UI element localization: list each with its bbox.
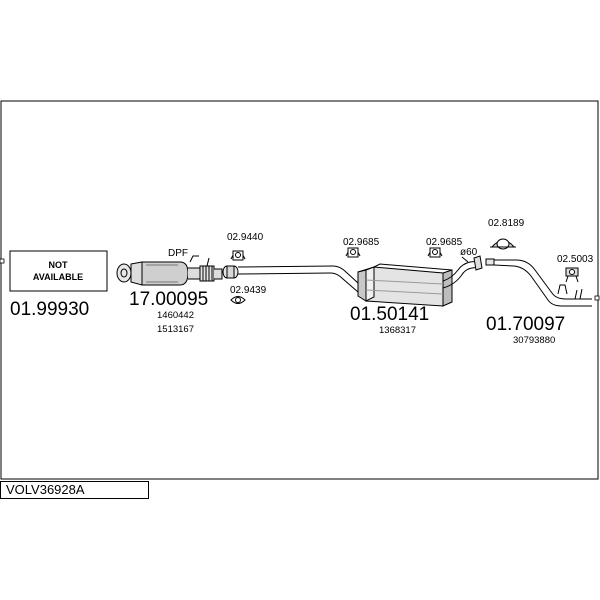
gasket-icon xyxy=(230,296,246,304)
pipe-diameter-leader xyxy=(461,256,469,263)
reference-label: VOLV36928A xyxy=(0,481,149,499)
middle-code: 01.50141 xyxy=(350,304,429,325)
section-a-code: 01.99930 xyxy=(10,299,89,320)
not-available-line1: NOT xyxy=(49,260,69,270)
accessory-a3-code: 02.9685 xyxy=(343,237,380,248)
dpf-assembly xyxy=(116,255,223,286)
dpf-ref2: 1513167 xyxy=(157,324,194,335)
pipe-diameter: ø60 xyxy=(460,247,478,258)
dpf-ref1: 1460442 xyxy=(157,310,194,321)
accessory-a4-code: 02.9685 xyxy=(426,237,463,248)
dpf-code: 17.00095 xyxy=(129,289,208,310)
accessory-a5-code: 02.8189 xyxy=(488,218,525,229)
frame-marker-left xyxy=(0,258,5,264)
clamp-icon xyxy=(427,247,443,258)
rear-code: 01.70097 xyxy=(486,314,565,335)
middle-ref: 1368317 xyxy=(379,325,416,336)
dpf-label: DPF xyxy=(168,248,188,259)
rubber-mount-icon xyxy=(490,238,516,250)
frame-marker-right xyxy=(594,295,600,301)
diagram-frame xyxy=(0,100,599,480)
hanger-icon xyxy=(565,267,579,283)
accessory-a2-code: 02.9439 xyxy=(230,285,267,296)
joint-icon xyxy=(222,265,239,279)
clamp-icon xyxy=(345,247,361,258)
not-available-box xyxy=(9,250,108,292)
clamp-icon xyxy=(230,250,246,261)
rear-pipe-assembly xyxy=(485,258,592,307)
accessory-a1-code: 02.9440 xyxy=(227,232,264,243)
accessory-a6-code: 02.5003 xyxy=(557,254,594,265)
middle-silencer-assembly xyxy=(237,255,483,307)
rear-ref: 30793880 xyxy=(513,335,555,346)
not-available-line2: AVAILABLE xyxy=(33,272,83,282)
